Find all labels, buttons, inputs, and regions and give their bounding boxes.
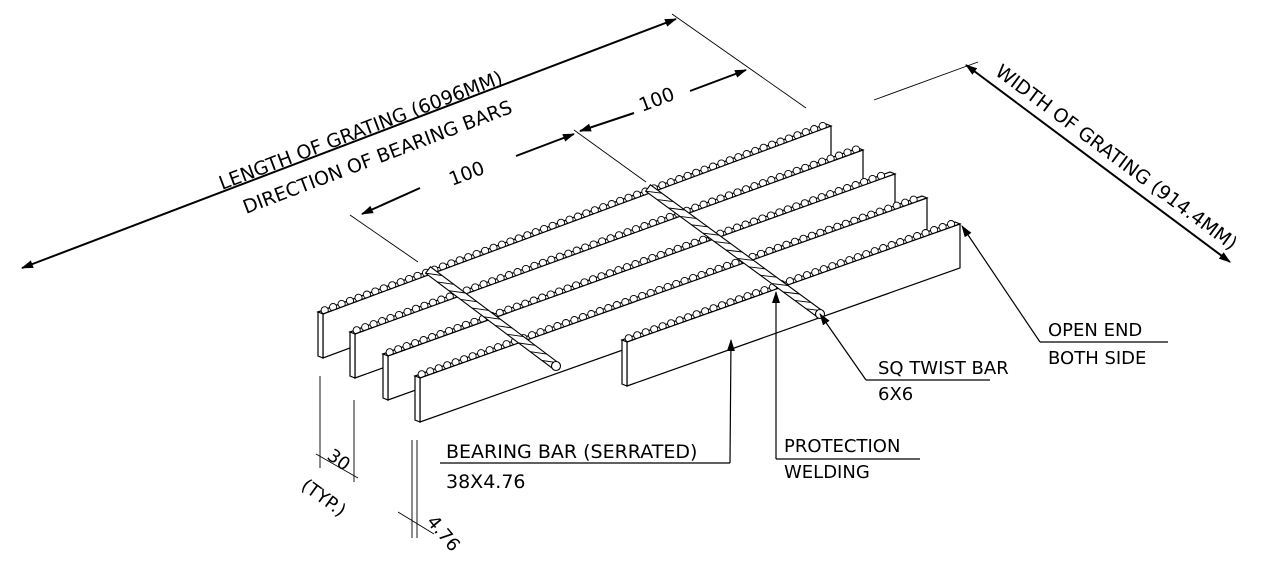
twist-spiral: [425, 272, 559, 364]
spacing-label-front: 100: [446, 157, 488, 190]
length-arrow: [21, 18, 677, 269]
spacing-arrow-mid-left: [515, 133, 575, 157]
bearing-bar-size: 38X4.76: [446, 471, 526, 493]
bearing-bar-end: [621, 339, 628, 387]
length-extension-line: [671, 13, 807, 109]
spacing-extension-left: [349, 214, 419, 263]
both-side-label: BOTH SIDE: [1048, 348, 1146, 369]
welding-label: WELDING: [784, 462, 870, 483]
width-arrow: [965, 64, 1231, 263]
twist-label: SQ TWIST BAR: [878, 358, 1009, 379]
pitch-label: 30: [323, 445, 354, 475]
pitch-dim-line: [315, 453, 359, 479]
bearing-bar-leader: [726, 339, 735, 464]
open-end-label: OPEN END: [1048, 320, 1142, 341]
spacing-arrow-left: [361, 187, 421, 215]
callout-bearing-bar: BEARING BAR (SERRATED) 38X4.76: [440, 339, 735, 493]
sq-twist-bar: [424, 266, 562, 372]
bearing-bar-end: [349, 331, 356, 379]
spacing-extension-mid: [573, 129, 647, 183]
bearing-bar-end: [382, 353, 389, 401]
width-extension-line: [873, 61, 979, 101]
callout-open-end: OPEN END BOTH SIDE: [961, 225, 1168, 369]
callout-twist-bar: SQ TWIST BAR 6X6: [819, 313, 1009, 405]
spacing-label-back: 100: [636, 83, 678, 116]
twist-leader: [819, 313, 867, 381]
bearing-bar-end: [317, 311, 324, 359]
thickness-dim-line: [397, 511, 435, 535]
spacing-arrow-right: [689, 69, 747, 92]
bearing-bar: [620, 220, 962, 387]
callout-protection-welding: PROTECTION WELDING: [772, 291, 920, 483]
spacing-arrow-mid-right: [579, 112, 635, 132]
thickness-label: 4.76: [422, 512, 464, 556]
bearing-bar-label: BEARING BAR (SERRATED): [446, 441, 697, 463]
open-end-leader: [961, 225, 1041, 343]
twist-size: 6X6: [878, 384, 913, 405]
protection-label: PROTECTION: [784, 436, 900, 457]
bearing-bar: [413, 195, 929, 423]
bearing-bar-end: [414, 375, 421, 423]
width-label: WIDTH OF GRATING (914.4MM): [991, 60, 1241, 254]
twist-bar-end: [550, 360, 562, 372]
pitch-typ-label: (TYP.): [297, 475, 350, 521]
